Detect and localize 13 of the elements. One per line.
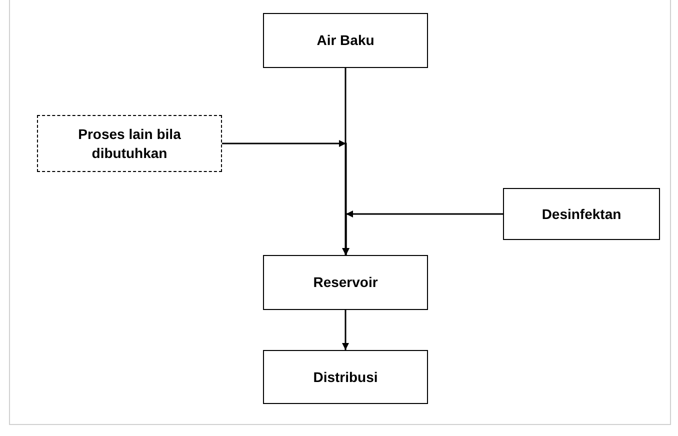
- process-box: [263, 255, 428, 310]
- node-label: Reservoir: [313, 273, 378, 292]
- process-box: [503, 188, 660, 240]
- node-label: Air Baku: [316, 31, 374, 50]
- process-box: [263, 13, 428, 68]
- arrow: [345, 210, 503, 255]
- process-box: [263, 350, 428, 404]
- node-label: Distribusi: [313, 368, 378, 386]
- node-label: Desinfektan: [542, 204, 622, 224]
- arrow: [342, 68, 349, 255]
- process-box: [37, 115, 222, 172]
- node-label: Proses lain bila dibutuhkan: [77, 124, 182, 162]
- arrow: [342, 310, 349, 350]
